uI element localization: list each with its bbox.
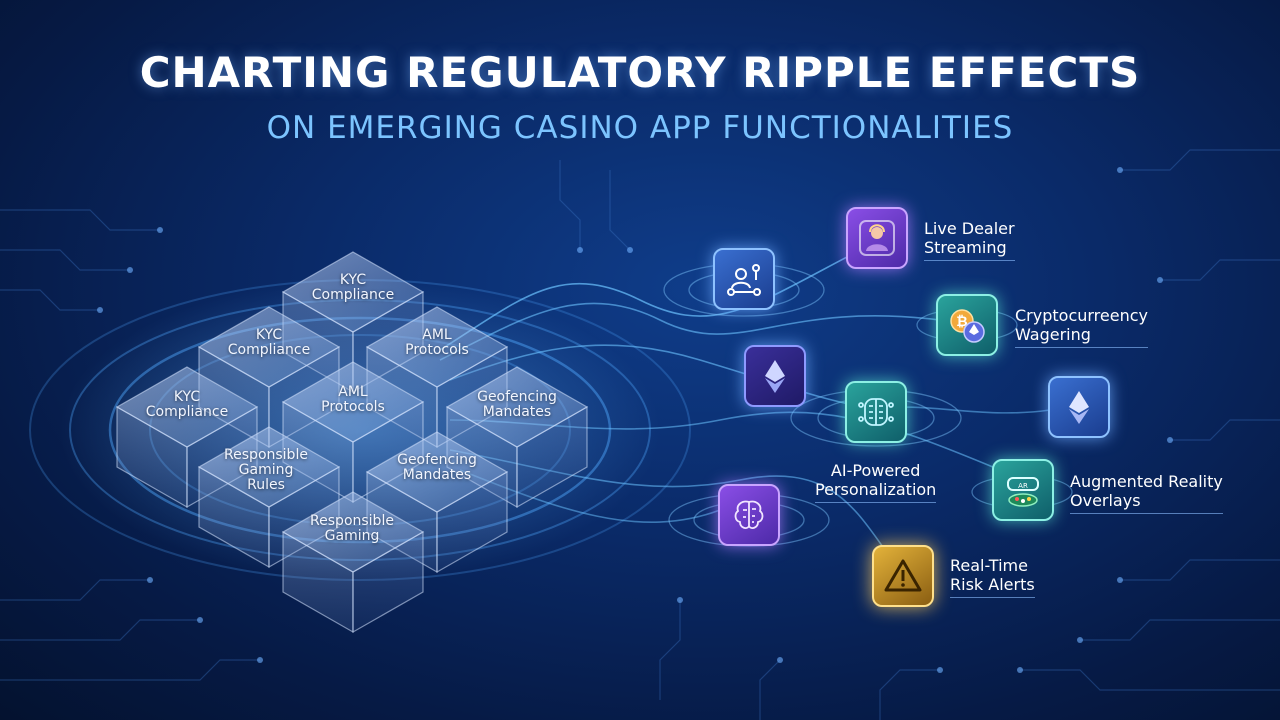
ai-circuit-icon (858, 398, 894, 426)
page-title: CHARTING REGULATORY RIPPLE EFFECTS (139, 48, 1141, 97)
brain-circuit-icon (734, 500, 764, 529)
ethereum-icon-tile-right (1048, 376, 1110, 438)
brain-circuit-icon-tile (718, 484, 780, 546)
regulation-cube-stack (115, 251, 589, 634)
user-network-icon (727, 264, 761, 296)
ethereum-icon (765, 360, 785, 393)
crypto-coins-icon-tile: ₿ (936, 294, 998, 356)
cube-face-top (281, 251, 425, 333)
live-dealer-icon (859, 220, 895, 256)
cube-face-top (445, 366, 589, 448)
user-network-icon-tile (713, 248, 775, 310)
crypto-coins-icon: ₿ (950, 309, 985, 343)
cube-face-top (197, 426, 341, 508)
cube-face-top (281, 361, 425, 443)
ar-headset-icon: AR (1007, 477, 1039, 507)
cube-face-top (365, 306, 509, 388)
ethereum-icon (1069, 391, 1089, 424)
ethereum-icon-tile-left (744, 345, 806, 407)
svg-text:AR: AR (1018, 482, 1028, 490)
page-subtitle: ON EMERGING CASINO APP FUNCTIONALITIES (266, 110, 1014, 146)
circuit-nodes (97, 167, 1173, 673)
warning-icon-tile (872, 545, 934, 607)
cube-face-top (197, 306, 341, 388)
cube-face-top (281, 491, 425, 573)
cube-face-top (115, 366, 259, 448)
ai-circuit-icon-tile (845, 381, 907, 443)
ar-headset-icon-tile: AR (992, 459, 1054, 521)
circuit-traces (0, 149, 1280, 720)
warning-icon (884, 559, 922, 592)
svg-text:₿: ₿ (956, 314, 967, 330)
regulation-cube (281, 491, 425, 634)
live-dealer-icon-tile (846, 207, 908, 269)
cube-face-top (365, 431, 509, 513)
